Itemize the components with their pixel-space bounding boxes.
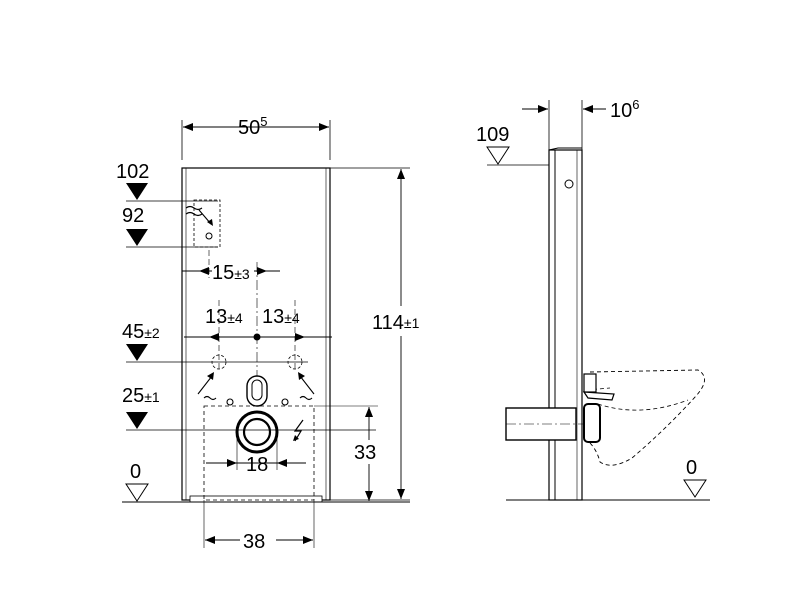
level-109-label: 109 [476,124,509,146]
water-inlet-box [193,199,221,248]
water-valve-icon [205,232,213,240]
right-water-arrow-icon [299,375,315,401]
width-dimension-label: 505 [238,114,267,139]
wc-bowl-outline [583,369,705,466]
right-bolt-icon [287,354,303,370]
level-45-label: 45±2 [122,321,160,343]
right-bolt-offset-label: 13±4 [262,306,300,328]
left-bolt-icon [211,354,227,370]
front-view: 505 114±1 102 92 15±3 [116,114,434,553]
electric-icon [293,419,304,442]
level-92-marker [126,229,148,246]
installation-zone [203,405,315,501]
center-point [253,333,261,341]
level-102-label: 102 [116,161,149,183]
left-water-arrow-icon [197,375,217,401]
level-25-label: 25±1 [122,385,160,407]
front-floor-marker [125,483,149,502]
height-dimension-label: 114±1 [372,312,420,334]
left-bolt-offset-label: 13±4 [205,306,243,328]
level-45-marker [126,344,148,361]
level-25-marker [126,412,148,429]
side-floor-marker [683,479,707,498]
inlet-offset-label: 15±3 [212,262,250,284]
base-width-label: 38 [243,531,265,553]
drain-width-label: 18 [246,454,268,476]
depth-label: 106 [610,97,639,122]
side-floor-level-label: 0 [686,457,697,479]
drain-height-label: 33 [354,442,376,464]
level-92-label: 92 [122,205,144,227]
level-102-marker [126,183,148,200]
side-view: 106 109 0 [476,97,710,501]
level-109-marker [486,146,510,165]
front-floor-level-label: 0 [130,461,141,483]
